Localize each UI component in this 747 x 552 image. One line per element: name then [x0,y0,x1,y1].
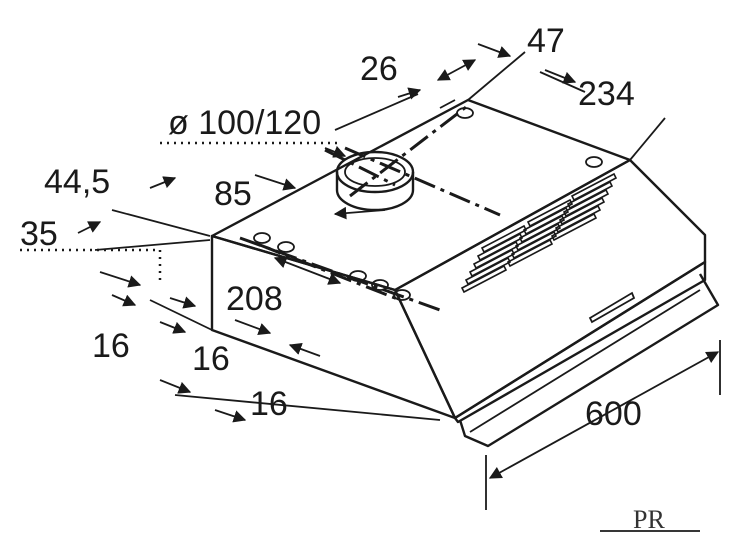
extension-lines [94,51,721,510]
dim-600: 600 [585,395,642,433]
dim-35: 35 [20,215,58,253]
logo-text: PR [633,505,665,534]
dim-16-left: 16 [92,327,130,365]
vent-grilles [460,172,618,294]
dim-47: 47 [527,22,565,60]
logo: PR [600,505,700,534]
hood-front-lip [453,260,707,424]
mounting-holes [253,107,603,301]
exhaust-collar [335,150,415,212]
grille-slat [526,198,574,228]
dimension-arrows [77,43,720,479]
dotted-reference-lines [20,141,338,285]
dim-44-5: 44,5 [44,163,110,201]
grille-slat [570,172,618,202]
dimension-labels: 26 47 234 ø 100/120 85 44,5 35 208 16 16… [20,22,642,433]
dim-208: 208 [226,280,283,318]
dim-16-bottom: 16 [250,385,288,423]
dim-26: 26 [360,50,398,88]
dim-234: 234 [578,75,635,113]
dim-16-middle: 16 [192,340,230,378]
dim-diameter-100-120: ø 100/120 [168,104,321,142]
hood-bottom-tray [458,273,720,448]
hood-front-panel [393,158,707,420]
grille-slat [480,224,528,254]
hood-side-panel [210,234,457,420]
dim-85: 85 [214,175,252,213]
hood-switch-slot [588,291,636,324]
